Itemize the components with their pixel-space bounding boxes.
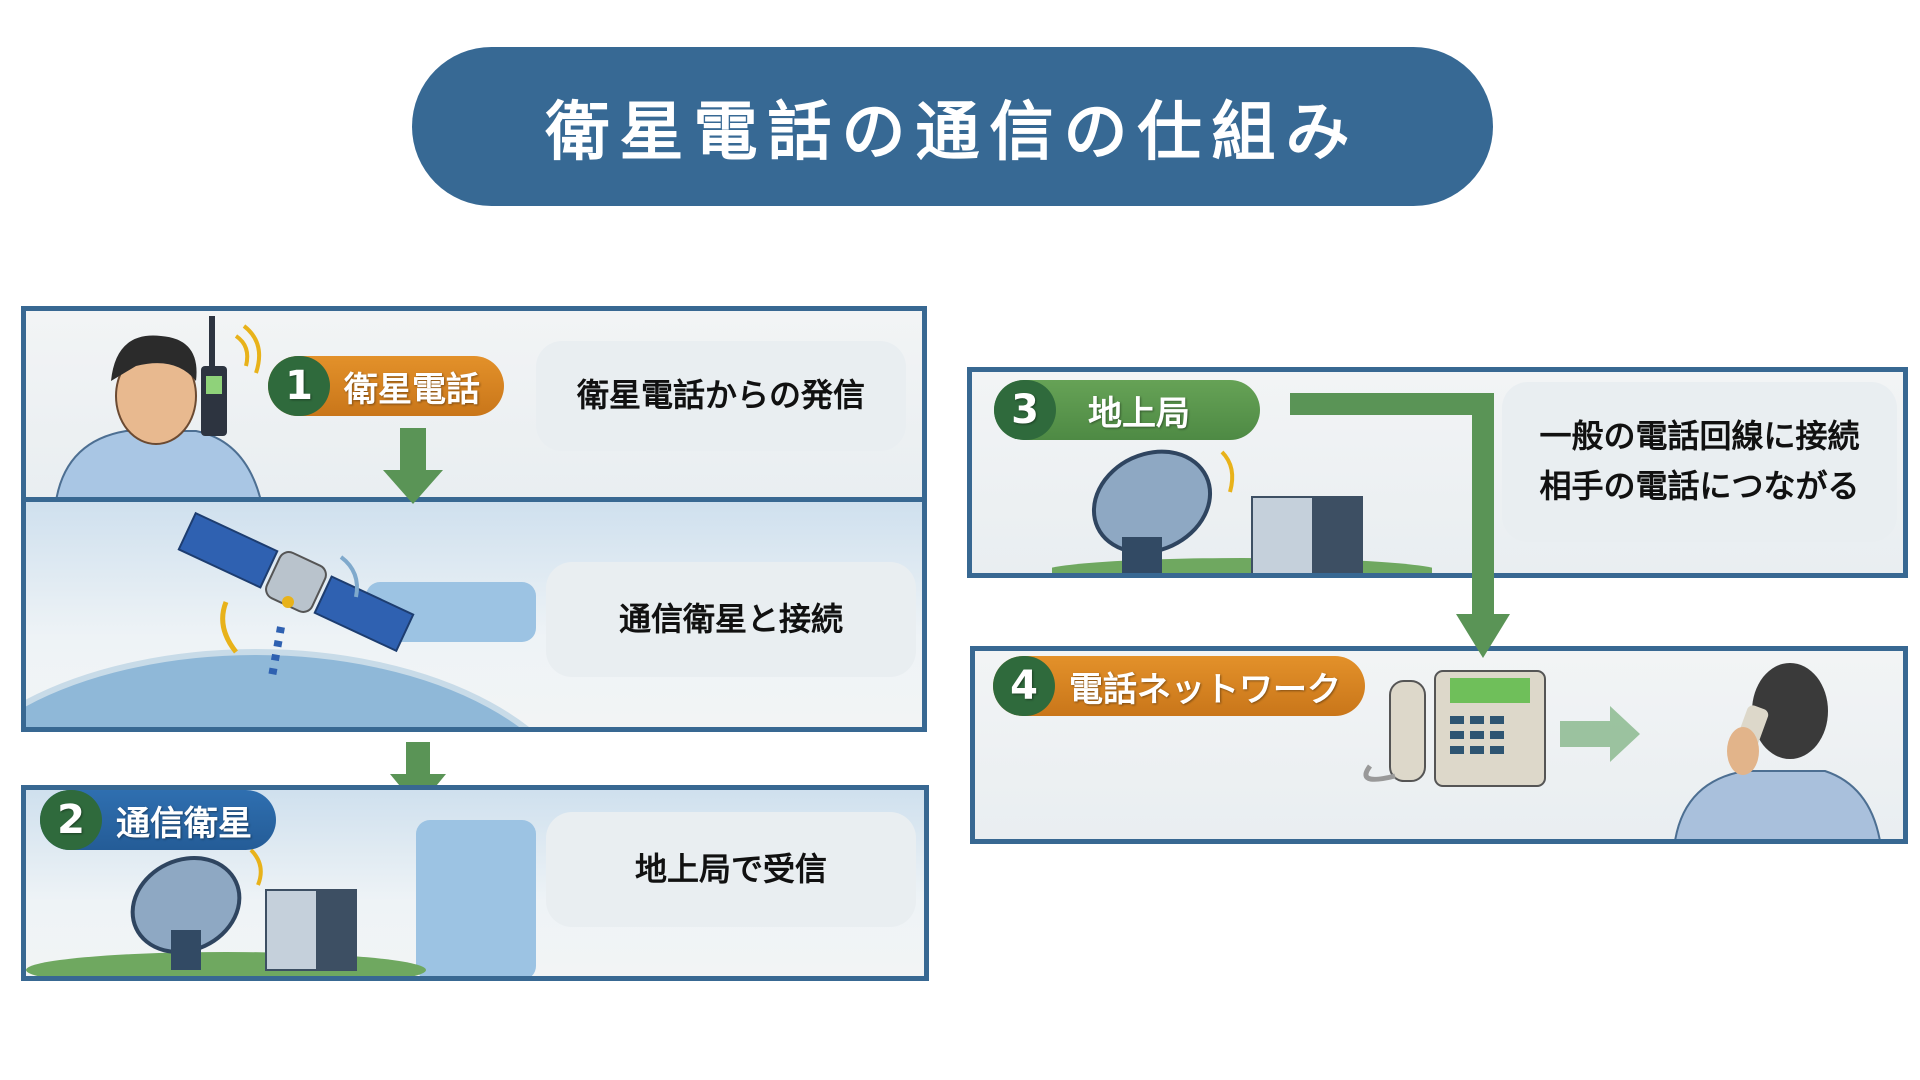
step-3-label: 3 地上局 bbox=[994, 380, 1260, 440]
man-with-satellite-phone-illustration bbox=[55, 316, 261, 497]
panel-step-2: 2 通信衛星 地上局で受信 bbox=[21, 785, 929, 981]
connector-arrow-icon bbox=[1290, 393, 1510, 658]
step-4-number: 4 bbox=[993, 656, 1055, 716]
ground-station-illustration bbox=[26, 820, 536, 976]
panel-step-4: 4 電話ネットワーク bbox=[970, 646, 1908, 844]
step-3-title: 地上局 bbox=[1088, 393, 1190, 434]
step-3-description-line-2: 相手の電話につながる bbox=[1539, 467, 1860, 505]
page-title: 衛星電話の通信の仕組み bbox=[412, 47, 1493, 206]
panel-step-1: 1 衛星電話 衛星電話からの発信 bbox=[21, 306, 927, 502]
step-satellite-description: 通信衛星と接続 bbox=[546, 562, 916, 677]
step-3-number: 3 bbox=[994, 380, 1056, 440]
down-arrow-icon bbox=[383, 428, 443, 504]
person-on-phone-illustration bbox=[1674, 663, 1881, 839]
step-1-label: 1 衛星電話 bbox=[268, 356, 504, 416]
step-3-description-line-1: 一般の電話回線に接続 bbox=[1539, 417, 1860, 456]
desk-phone-illustration bbox=[1363, 670, 1640, 787]
step-3-description: 一般の電話回線に接続 相手の電話につながる bbox=[1502, 382, 1897, 542]
step-4-title: 電話ネットワーク bbox=[1069, 669, 1341, 710]
step-2-description: 地上局で受信 bbox=[546, 812, 916, 927]
panel-step-satellite: 通信衛星と接続 bbox=[21, 497, 927, 732]
step-2-number: 2 bbox=[40, 790, 102, 850]
step-2-title: 通信衛星 bbox=[116, 803, 252, 844]
step-1-number: 1 bbox=[268, 356, 330, 416]
step-1-title: 衛星電話 bbox=[344, 369, 480, 410]
step-2-label: 2 通信衛星 bbox=[40, 790, 276, 850]
ground-station-illustration bbox=[1052, 449, 1432, 573]
step-4-label: 4 電話ネットワーク bbox=[993, 656, 1365, 716]
satellite-over-earth-illustration bbox=[26, 511, 536, 727]
step-1-description: 衛星電話からの発信 bbox=[536, 341, 906, 451]
